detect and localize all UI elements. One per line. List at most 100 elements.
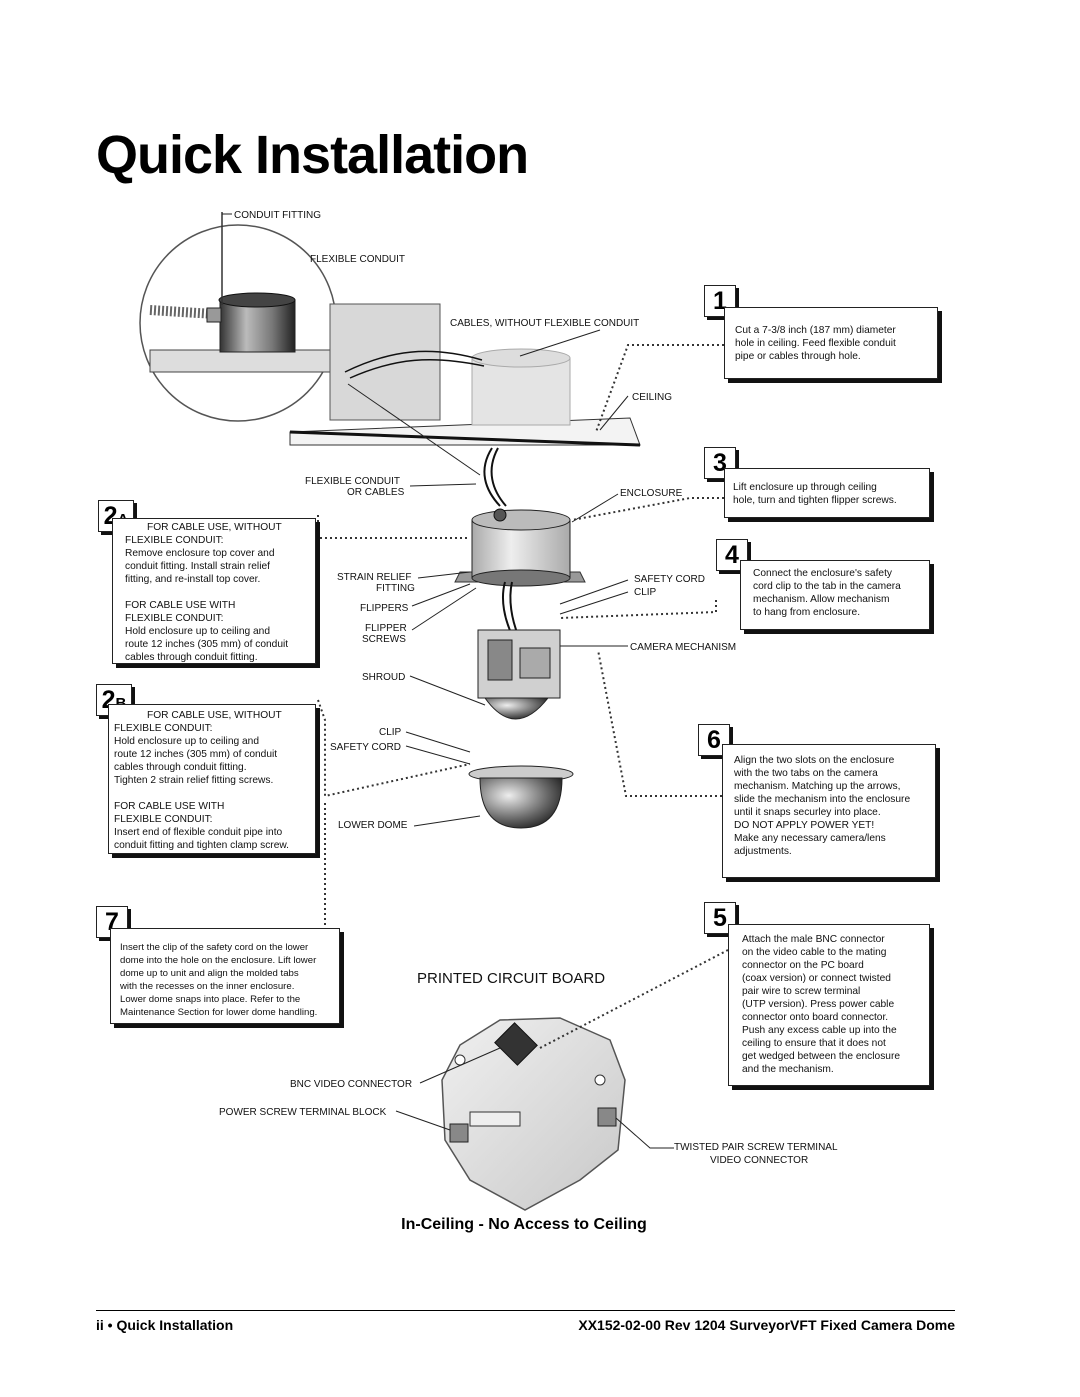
step-4-box: Connect the enclosure's safety cord clip…	[740, 560, 930, 630]
step-2a-line: FOR CABLE USE WITH	[125, 600, 236, 611]
step-6-line: DO NOT APPLY POWER YET!	[734, 820, 875, 831]
step-3-line: Lift enclosure up through ceiling	[733, 482, 877, 493]
step-2b-line: FOR CABLE USE WITH	[114, 801, 225, 812]
page-title: Quick Installation	[96, 125, 529, 185]
step-2b-letter: B	[116, 695, 127, 712]
label-pcb-title: PRINTED CIRCUIT BOARD	[417, 970, 605, 987]
step-7-line: Insert the clip of the safety cord on th…	[120, 942, 309, 953]
label-ceiling: CEILING	[632, 392, 672, 403]
step-2b-line: conduit fitting and tighten clamp screw.	[114, 840, 289, 851]
label-flexible-conduit: FLEXIBLE CONDUIT	[310, 254, 405, 265]
step-7-line: dome up to unit and align the molded tab…	[120, 968, 299, 979]
step-6-line: mechanism. Matching up the arrows,	[734, 781, 901, 792]
label-twisted-1: TWISTED PAIR SCREW TERMINAL	[674, 1142, 838, 1153]
label-conduit-fitting: CONDUIT FITTING	[234, 210, 321, 221]
footer-bullet: •	[107, 1317, 113, 1333]
step-6-line: until it snaps securley into place.	[734, 807, 881, 818]
step-2b-line: Insert end of flexible conduit pipe into	[114, 827, 283, 838]
step-2a-line: fitting, and re-install top cover.	[125, 574, 261, 585]
label-flipper-screws-2: SCREWS	[362, 634, 406, 645]
step-7-line: with the recesses on the inner enclosure…	[120, 981, 295, 992]
step-2b-line: Hold enclosure up to ceiling and	[114, 736, 259, 747]
step-2a-line: Remove enclosure top cover and	[125, 548, 275, 559]
step-5-line: (UTP version). Press power cable	[742, 999, 895, 1010]
step-3-box: Lift enclosure up through ceiling hole, …	[724, 468, 930, 518]
step-5-line: ceiling to ensure that it does not	[742, 1038, 886, 1049]
step-2b-line: route 12 inches (305 mm) of conduit	[114, 749, 278, 760]
step-2b-line: FOR CABLE USE, WITHOUT	[147, 710, 282, 721]
step-7-line: dome into the hole on the enclosure. Lif…	[120, 955, 317, 966]
step-4-line: to hang from enclosure.	[753, 607, 861, 618]
step-7-line: Maintenance Section for lower dome handl…	[120, 1007, 318, 1018]
step-1-line: Cut a 7-3/8 inch (187 mm) diameter	[735, 325, 896, 336]
conduit-magnifier	[139, 212, 337, 422]
step-2a-line: cables through conduit fitting.	[125, 652, 258, 663]
step-2a-box: FOR CABLE USE, WITHOUT FLEXIBLE CONDUIT:…	[112, 518, 316, 664]
label-safety-cord-bottom: SAFETY CORD	[330, 742, 401, 753]
step-4-line: Connect the enclosure's safety	[753, 568, 892, 579]
label-twisted-2: VIDEO CONNECTOR	[710, 1155, 808, 1166]
step-5-number: 5	[704, 902, 736, 934]
step-2a-line: conduit fitting. Install strain relief	[125, 561, 270, 572]
label-safety-cord-top: SAFETY CORD	[634, 574, 705, 585]
step-1-line: pipe or cables through hole.	[735, 351, 861, 362]
step-2a-line: Hold enclosure up to ceiling and	[125, 626, 270, 637]
label-enclosure: ENCLOSURE	[620, 488, 683, 499]
label-bnc: BNC VIDEO CONNECTOR	[290, 1079, 412, 1090]
label-strain-relief-2: FITTING	[376, 583, 415, 594]
step-2a-line: FLEXIBLE CONDUIT:	[125, 535, 224, 546]
label-flipper-screws-1: FLIPPER	[365, 623, 407, 634]
label-flippers: FLIPPERS	[360, 603, 409, 614]
step-2b-spacer	[114, 787, 313, 800]
step-5-box: Attach the male BNC connector on the vid…	[728, 924, 930, 1086]
label-clip-bottom: CLIP	[379, 727, 402, 738]
label-cables-without: CABLES, WITHOUT FLEXIBLE CONDUIT	[450, 318, 639, 329]
footer-left: ii • Quick Installation	[96, 1317, 233, 1333]
label-flex-or-cables-1: FLEXIBLE CONDUIT	[305, 476, 400, 487]
step-5-line: Push any excess cable up into the	[742, 1025, 897, 1036]
step-4-line: mechanism. Allow mechanism	[753, 594, 890, 605]
leader-lines	[222, 213, 674, 1149]
step-5-line: get wedged between the enclosure	[742, 1051, 901, 1062]
step-3-line: hole, turn and tighten flipper screws.	[733, 495, 897, 506]
step-2b-line: Tighten 2 strain relief fitting screws.	[114, 775, 274, 786]
label-power-screw: POWER SCREW TERMINAL BLOCK	[219, 1107, 387, 1118]
camera-mechanism	[477, 629, 561, 720]
step-5-line: Attach the male BNC connector	[742, 934, 885, 945]
step-2a-spacer	[125, 586, 313, 599]
enclosure	[454, 508, 586, 587]
step-7-line: Lower dome snaps into place. Refer to th…	[120, 994, 301, 1005]
step-5-line: on the video cable to the mating	[742, 947, 887, 958]
step-6-line: slide the mechanism into the enclosure	[734, 794, 911, 805]
step-6-line: Align the two slots on the enclosure	[734, 755, 895, 766]
step-5-line: connector on the PC board	[742, 960, 864, 971]
step-1-line: hole in ceiling. Feed flexible conduit	[735, 338, 896, 349]
step-2b-line: FLEXIBLE CONDUIT:	[114, 723, 213, 734]
step-6-line: Make any necessary camera/lens	[734, 833, 886, 844]
step-6-line: adjustments.	[734, 846, 792, 857]
footer-document-id: XX152-02-00 Rev 1204 SurveyorVFT Fixed C…	[578, 1317, 955, 1333]
step-5-line: (coax version) or connect twisted	[742, 973, 891, 984]
label-clip-top: CLIP	[634, 587, 657, 598]
step-2a-line: route 12 inches (305 mm) of conduit	[125, 639, 289, 650]
step-2b-box: FOR CABLE USE, WITHOUT FLEXIBLE CONDUIT:…	[108, 704, 316, 854]
step-7-box: Insert the clip of the safety cord on th…	[110, 928, 340, 1024]
step-3-number: 3	[704, 447, 736, 479]
footer-section: Quick Installation	[116, 1317, 234, 1333]
step-5-line: pair wire to screw terminal	[742, 986, 861, 997]
label-strain-relief-1: STRAIN RELIEF	[337, 572, 411, 583]
step-5-line: and the mechanism.	[742, 1064, 834, 1075]
printed-circuit-board	[441, 1017, 626, 1211]
step-6-line: with the two tabs on the camera	[734, 768, 878, 779]
label-lower-dome: LOWER DOME	[338, 820, 408, 831]
label-camera-mechanism: CAMERA MECHANISM	[630, 642, 736, 653]
step-2b-line: FLEXIBLE CONDUIT:	[114, 814, 213, 825]
footer-rule	[96, 1310, 955, 1311]
footer-page-number: ii	[96, 1317, 104, 1333]
label-flex-or-cables-2: OR CABLES	[347, 487, 405, 498]
step-1-box: Cut a 7-3/8 inch (187 mm) diameter hole …	[724, 307, 938, 379]
step-2a-line: FLEXIBLE CONDUIT:	[125, 613, 224, 624]
step-5-line: connector onto board connector.	[742, 1012, 889, 1023]
step-4-line: cord clip to the tab in the camera	[753, 581, 901, 592]
